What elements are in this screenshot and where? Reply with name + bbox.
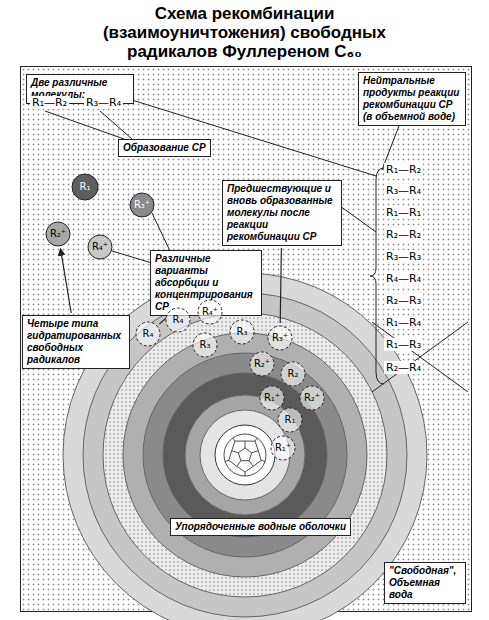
fullerene (224, 434, 266, 476)
leader-lines-part (112, 251, 152, 263)
radical-label: R₁ (71, 173, 99, 201)
circle-shape (278, 408, 302, 432)
adsorbed-radical: R₃ (192, 332, 218, 358)
leader-lines-part (45, 111, 124, 139)
circle-shape (166, 308, 190, 332)
radical-label: R₃⁺ (267, 325, 293, 351)
circle-shape (250, 352, 274, 376)
circle-shape (268, 326, 292, 350)
circle-shape (72, 174, 98, 200)
connector-line (159, 318, 166, 324)
radical-label: R₂⁺ (299, 385, 325, 411)
product-formula: R₃—R₄ (384, 184, 423, 197)
molecule-formula: R₁—R₂ (30, 96, 69, 109)
adsorbed-radical: R₁ (277, 407, 303, 433)
water-shells-part (215, 425, 275, 485)
radical-label: R₁⁺ (259, 385, 285, 411)
adsorbed-radical: R₄⁺ (197, 299, 223, 325)
radical-circle: R₃⁺ (129, 192, 155, 218)
circle-shape (88, 235, 112, 259)
water-shells-part (103, 313, 387, 597)
circle-shape (271, 436, 295, 460)
adsorbed-radical: R₂⁺ (249, 351, 275, 377)
diagram-title: Схема рекомбинации (взаимоуничтожения) с… (84, 4, 405, 61)
radical-label: R₄ (135, 321, 161, 347)
note-box: Нейтральные продукты реакции рекомбинаци… (358, 72, 466, 126)
adsorbed-radical: R₁⁺ (270, 435, 296, 461)
leader-lines-part (152, 213, 170, 251)
radical-label: R₂⁺ (249, 351, 275, 377)
adsorbed-radical: R₃ (229, 319, 255, 345)
radical-circle: R₂⁺ (45, 221, 71, 247)
product-formula: R₁—R₁ (384, 206, 423, 219)
note-box: Предшествующие и вновь образованные моле… (222, 180, 342, 246)
leader-lines-part (370, 168, 384, 384)
adsorbed-radical: R₂⁺ (299, 385, 325, 411)
radical-label: R₄⁺ (87, 234, 113, 260)
adsorbed-radical: R₁⁺ (259, 385, 285, 411)
circle-shape (260, 386, 284, 410)
circle-shape (281, 362, 305, 386)
product-formula: R₂—R₄ (384, 361, 423, 374)
product-formula: R₄—R₄ (384, 272, 423, 285)
box-text: Упорядоченные водные оболочки (175, 521, 346, 533)
leader-lines-part (340, 206, 376, 232)
radical-label: R₃ (192, 332, 218, 358)
circle-shape (193, 333, 217, 357)
circle-shape (198, 300, 222, 324)
leader-lines-part (100, 111, 132, 139)
box-text: Предшествующие и вновь образованные моле… (227, 183, 337, 243)
radical-label: R₁ (277, 407, 303, 433)
radical-label: R₂⁺ (45, 221, 71, 247)
adsorbed-radical: R₂ (280, 361, 306, 387)
radical-label: R₁⁺ (270, 435, 296, 461)
adsorbed-radical: R₃⁺ (267, 325, 293, 351)
molecule-formula: R₃—R₄ (84, 96, 123, 109)
radical-label: R₂ (280, 361, 306, 387)
water-shells-part (163, 373, 327, 537)
box-text: Нейтральные продукты реакции рекомбинаци… (363, 75, 461, 123)
product-formula: R₁—R₂ (384, 163, 423, 176)
product-formula: R₃—R₃ (384, 250, 423, 263)
product-formula: R₂—R₂ (384, 228, 423, 241)
circle-shape (300, 386, 324, 410)
radical-label: R₃⁺ (129, 192, 155, 218)
circle-shape (46, 222, 70, 246)
note-box: "Свободная", Объемная вода (384, 562, 466, 604)
note-box: Четыре типа гидратированных свободных ра… (22, 315, 130, 369)
fullerene-part (224, 434, 266, 476)
radical-label: R₃ (229, 319, 255, 345)
leader-lines-part (132, 100, 376, 176)
leader-lines-part (372, 322, 468, 392)
water-shells-part (83, 293, 407, 617)
leader-lines-part (372, 322, 468, 392)
radical-circle: R₁ (71, 173, 99, 201)
water-shells-part (185, 395, 305, 515)
fullerene-bonds (225, 438, 265, 476)
box-text: "Свободная", Объемная вода (389, 565, 461, 601)
product-formula: R₂—R₃ (384, 294, 423, 307)
radical-label: R₄⁺ (197, 299, 223, 325)
circle-shape (230, 320, 254, 344)
radical-circle: R₄⁺ (87, 234, 113, 260)
product-formula: R₁—R₃ (384, 338, 423, 351)
water-shells-part (123, 333, 367, 577)
circle-shape (136, 322, 160, 346)
adsorbed-radical: R₄ (135, 321, 161, 347)
product-formula: R₁—R₄ (384, 316, 423, 329)
box-text: Четыре типа гидратированных свободных ра… (27, 318, 125, 366)
circle-shape (130, 193, 154, 217)
shell-label-box: Упорядоченные водные оболочки (170, 518, 351, 536)
process-box: Образование СР (118, 139, 211, 157)
radical-label: R₄ (165, 307, 191, 333)
connector-line (280, 248, 281, 323)
connector-arrow (61, 249, 72, 313)
adsorbed-radical: R₄ (165, 307, 191, 333)
box-text: Образование СР (123, 142, 206, 154)
